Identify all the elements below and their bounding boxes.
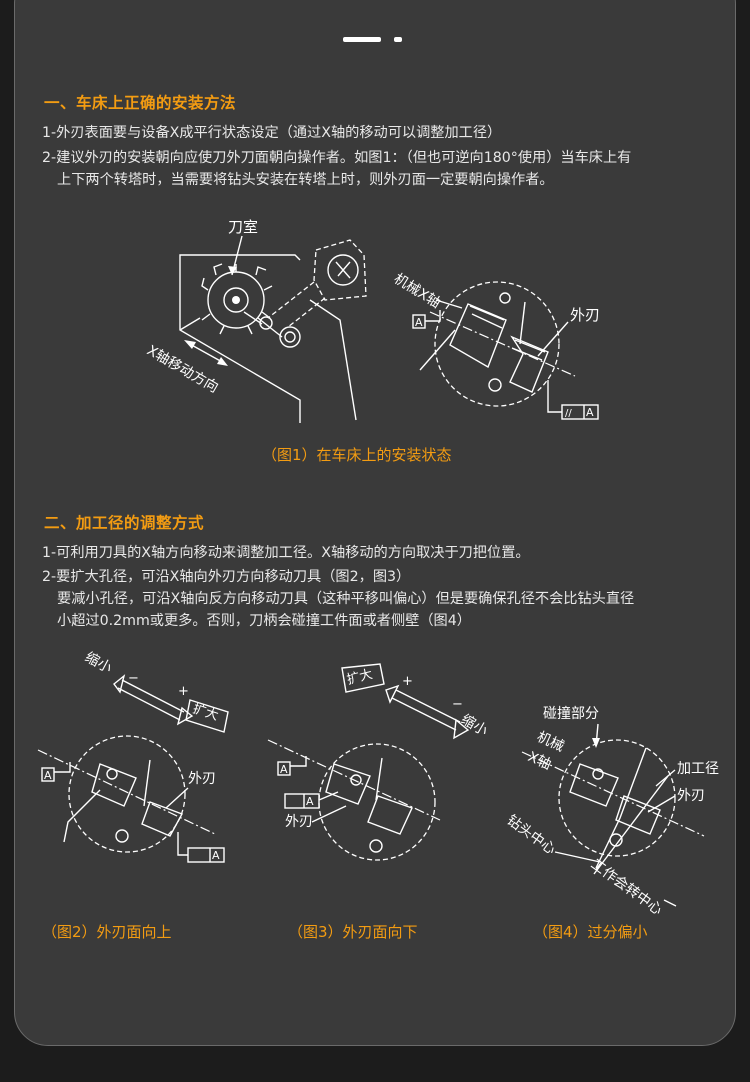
section1-heading: 一、车床上正确的安装方法 — [44, 94, 237, 112]
section2-heading: 二、加工径的调整方式 — [44, 514, 205, 532]
title-dash-short — [394, 37, 402, 42]
section1-line2b: 上下两个转塔时，当需要将钻头安装在转塔上时，则外刃面一定要朝向操作者。 — [57, 172, 554, 188]
section2-line2a: 2-要扩大孔径，可沿X轴向外刃方向移动刀具（图2，图3） — [42, 569, 411, 585]
section2-line2b: 要减小孔径，可沿X轴向反方向移动刀具（这种平移叫偏心）但是要确保孔径不会比钻头直… — [57, 591, 635, 607]
figure4-caption: （图4）过分偏小 — [533, 923, 648, 941]
title-dash-long — [343, 37, 381, 42]
figure1-caption: （图1）在车床上的安装状态 — [262, 446, 452, 464]
section1-line1: 1-外刃表面要与设备X成平行状态设定（通过X轴的移动可以调整加工径） — [42, 125, 502, 141]
figure3-caption: （图3）外刃面向下 — [288, 923, 418, 941]
section2-line2c: 小超过0.2mm或更多。否则，刀柄会碰撞工件面或者侧壁（图4） — [57, 613, 471, 629]
section2-line1: 1-可利用刀具的X轴方向移动来调整加工径。X轴移动的方向取决于刀把位置。 — [42, 545, 530, 561]
section1-line2a: 2-建议外刃的安装朝向应使刀外刀面朝向操作者。如图1：（但也可逆向180°使用）… — [42, 150, 632, 166]
figure2-caption: （图2）外刃面向上 — [42, 923, 172, 941]
